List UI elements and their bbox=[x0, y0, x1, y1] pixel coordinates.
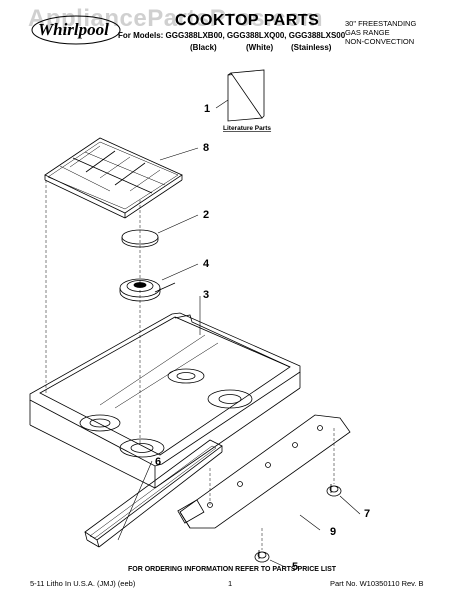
callout-8: 8 bbox=[203, 142, 209, 154]
model-numbers: For Models: GGG388LXB00, GGG388LXQ00, GG… bbox=[118, 31, 346, 40]
control-knob-lower bbox=[254, 550, 270, 563]
color-stainless: (Stainless) bbox=[291, 43, 332, 52]
alignment-lines bbox=[45, 180, 335, 550]
burner-base bbox=[119, 278, 176, 302]
trim-rail bbox=[84, 439, 223, 548]
watermark: AppliancePartsPros.com bbox=[28, 5, 324, 32]
callout-6: 6 bbox=[155, 456, 161, 468]
part-number: Part No. W10350110 Rev. B bbox=[330, 579, 424, 588]
ordering-note: FOR ORDERING INFORMATION REFER TO PARTS … bbox=[127, 566, 337, 573]
burner-grate bbox=[44, 137, 183, 219]
svg-text:Whirlpool: Whirlpool bbox=[38, 20, 109, 39]
callout-3: 3 bbox=[203, 289, 209, 301]
color-black: (Black) bbox=[190, 43, 217, 52]
control-panel-trim bbox=[177, 414, 351, 529]
leader-lines bbox=[117, 99, 361, 568]
product-line-2: GAS RANGE bbox=[345, 28, 390, 37]
cooktop-panel bbox=[29, 312, 301, 489]
product-line-1: 30" FREESTANDING bbox=[345, 19, 417, 28]
literature-parts-label: Literature Parts bbox=[223, 125, 271, 132]
litho-info: 5-11 Litho In U.S.A. (JMJ) (eeb) bbox=[30, 579, 136, 588]
product-description: 30" FREESTANDING GAS RANGE NON-CONVECTIO… bbox=[345, 19, 416, 46]
page-title: COOKTOP PARTS bbox=[175, 12, 320, 29]
callout-5: 5 bbox=[292, 561, 298, 573]
page-number: 1 bbox=[228, 579, 233, 588]
literature-booklet bbox=[227, 69, 265, 122]
callout-2: 2 bbox=[203, 209, 209, 221]
callout-4: 4 bbox=[203, 258, 210, 270]
control-knob-upper bbox=[326, 484, 342, 497]
product-line-3: NON-CONVECTION bbox=[345, 37, 415, 46]
callout-1: 1 bbox=[204, 103, 210, 115]
color-white: (White) bbox=[246, 43, 274, 52]
callout-9: 9 bbox=[330, 526, 336, 538]
whirlpool-logo: Whirlpool bbox=[31, 15, 121, 45]
callout-7: 7 bbox=[364, 508, 370, 520]
